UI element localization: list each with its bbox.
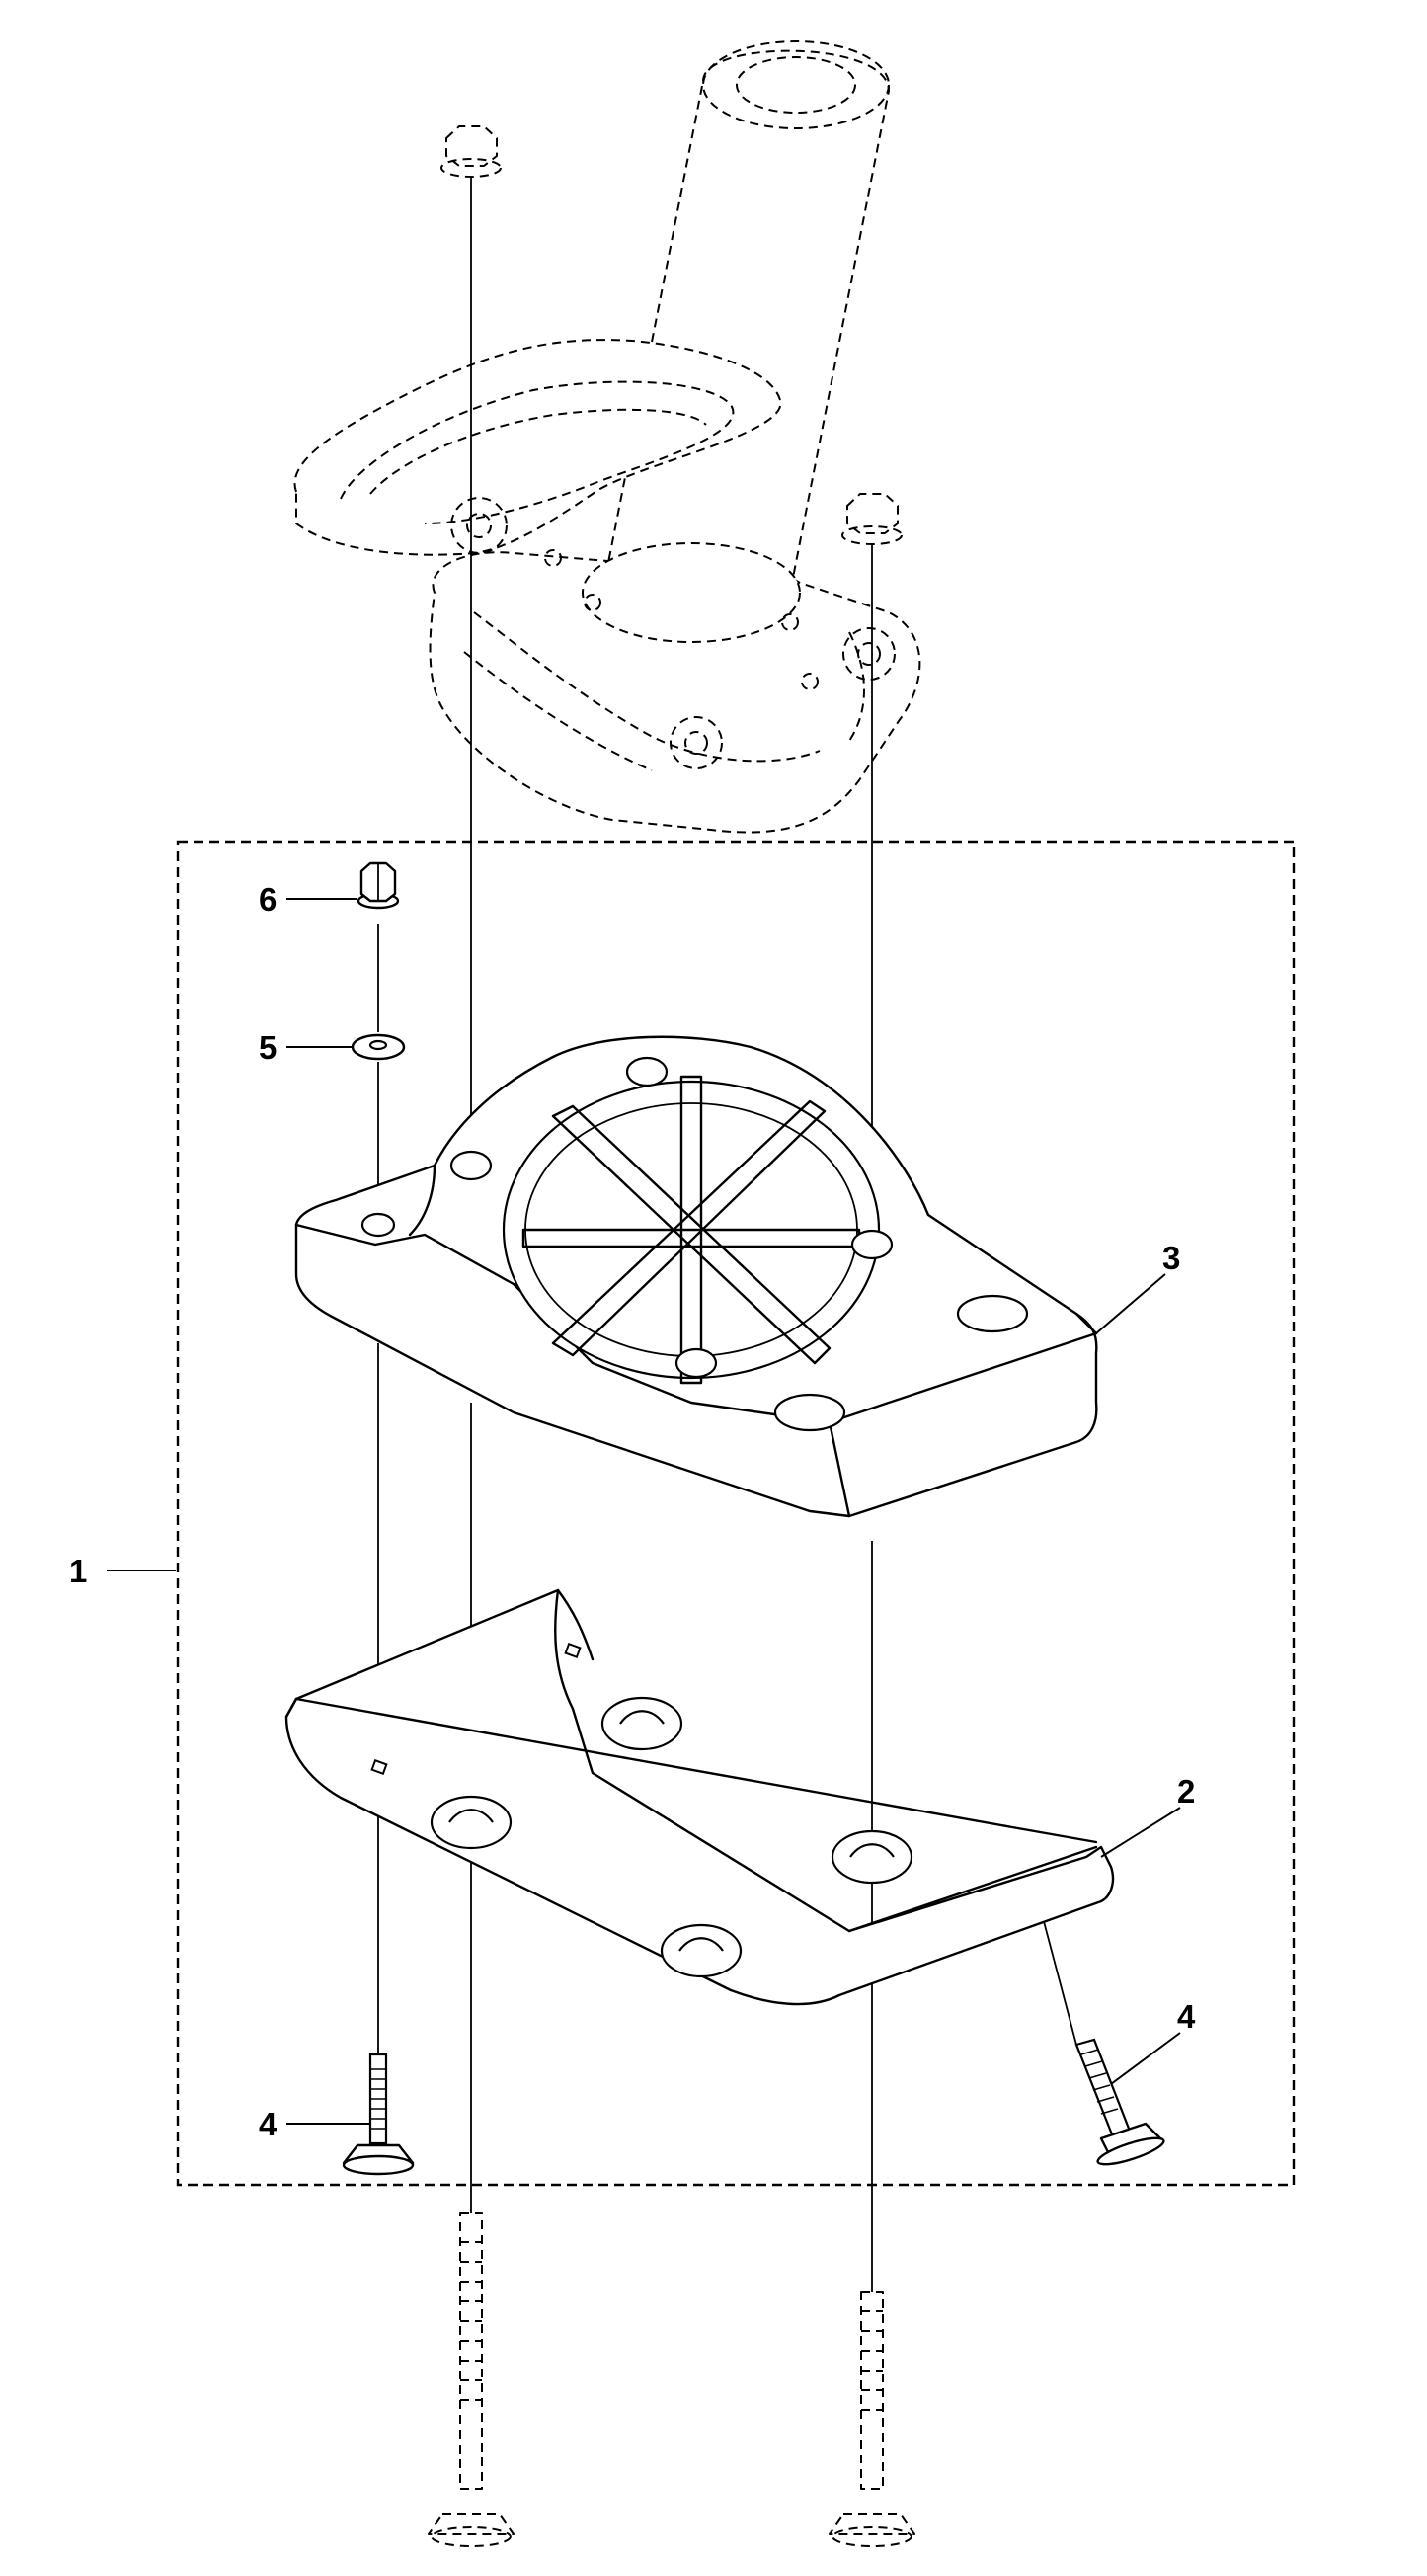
callout-6: 6: [259, 881, 277, 918]
callout-4-left: 4: [259, 2106, 277, 2142]
skid-plate: [284, 1588, 1115, 2006]
callout-3: 3: [1162, 1240, 1180, 1276]
kit-boundary-box: [176, 840, 1296, 2187]
phantom-bolt-left: [428, 2212, 515, 2547]
phantom-bolt-right: [829, 2291, 915, 2547]
washer: [351, 1033, 406, 1061]
callout-1: 1: [69, 1553, 87, 1589]
callout-2: 2: [1177, 1773, 1195, 1810]
carriage-bolt-left: [342, 2053, 415, 2176]
phantom-flange-nut-left: [440, 125, 502, 178]
callout-5: 5: [259, 1029, 277, 1066]
flange-nut: [357, 861, 400, 910]
phantom-flange-nut-right: [841, 493, 903, 545]
phantom-handle-assembly: [293, 40, 921, 834]
mount-bracket: [294, 1035, 1098, 1518]
carriage-bolt-right: [1074, 2038, 1165, 2166]
callout-leaders: [107, 898, 1181, 2125]
callout-4-right: 4: [1177, 1998, 1196, 2035]
